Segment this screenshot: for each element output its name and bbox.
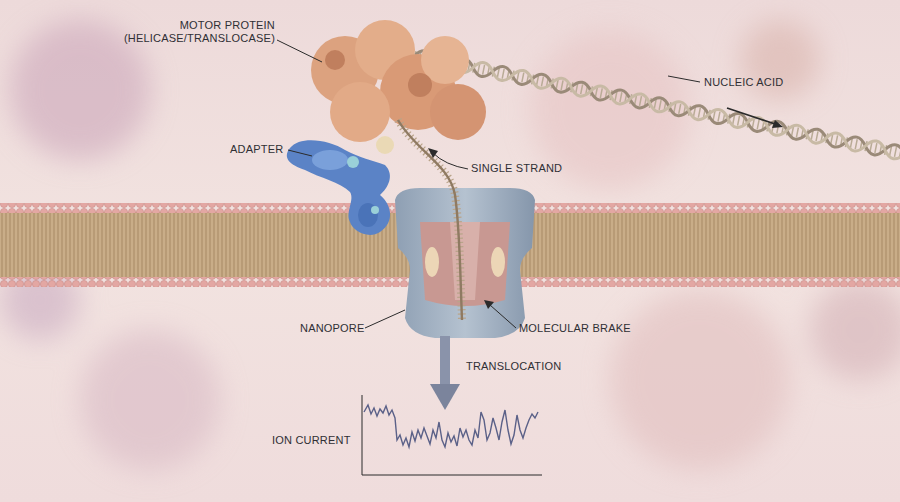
single-strand-label: SINGLE STRAND (471, 162, 591, 175)
leader-lines (277, 40, 700, 328)
direction-arrow (727, 108, 783, 128)
nanopore-label: NANOPORE (300, 322, 380, 335)
ion-current-label: ION CURRENT (272, 434, 362, 447)
translocation-label: TRANSLOCATION (466, 360, 586, 373)
motor-protein-label: MOTOR PROTEIN (HELICASE/TRANSLOCASE) (120, 19, 275, 45)
single-strand (398, 120, 462, 320)
nanopore-protein (395, 188, 535, 338)
adapter-protein (287, 140, 390, 235)
background-cells (0, 20, 900, 470)
nucleic-acid-label: NUCLEIC ACID (704, 76, 824, 89)
leader-arrowhead (428, 148, 438, 158)
leader-arrowhead (484, 300, 494, 309)
adapter-label: ADAPTER (230, 143, 300, 156)
molecular-brake-label: MOLECULAR BRAKE (519, 322, 649, 335)
motor-protein (311, 20, 486, 154)
translocation-arrow (430, 336, 460, 410)
ion-current-plot (362, 395, 542, 475)
